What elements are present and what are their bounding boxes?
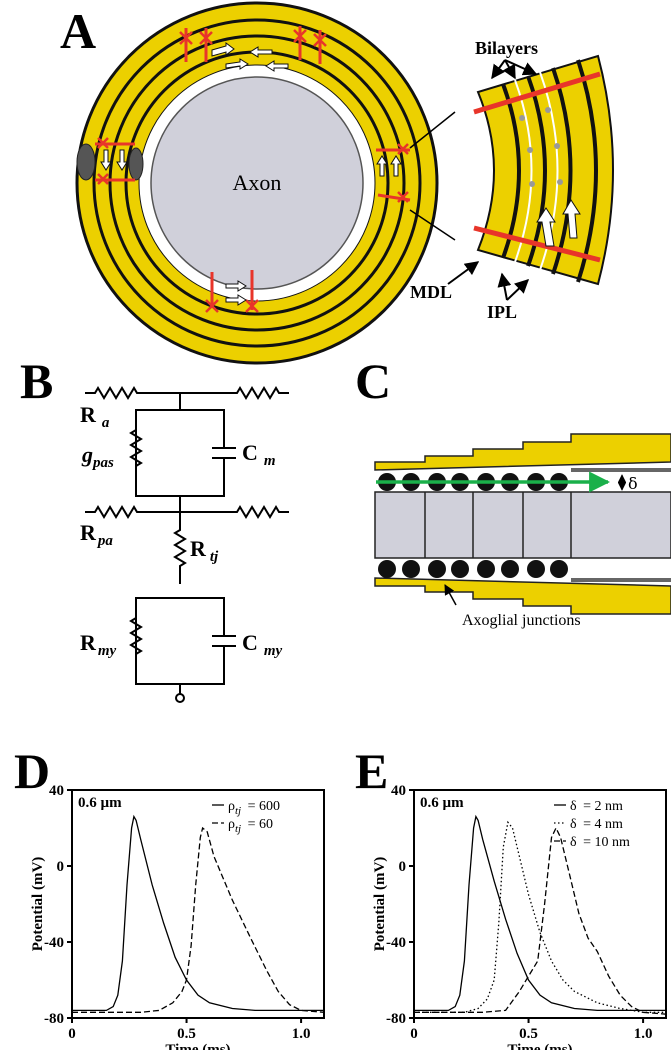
junction-circles-bottom: [378, 560, 568, 578]
x-tick-label: 0.5: [519, 1026, 538, 1042]
glial-nucleus: [76, 143, 96, 181]
legend-subscript: tj: [235, 805, 241, 817]
legend-entry: ρtj = 60: [228, 817, 273, 835]
series-line: [72, 814, 324, 1012]
chart-annotation: 0.6 µm: [78, 795, 122, 811]
panel-e-letter: E: [355, 743, 388, 799]
y-axis-label: Potential (mV): [372, 857, 388, 952]
label-gpas: gpas: [81, 442, 114, 471]
legend-entry: δ = 2 nm: [570, 799, 623, 814]
axon: [150, 76, 364, 290]
legend-value: = 10 nm: [580, 835, 630, 850]
legend-entry: δ = 4 nm: [570, 817, 623, 832]
x-tick-label: 0: [68, 1026, 76, 1042]
x-axis-label: Time (ms): [507, 1042, 572, 1050]
series-line: [414, 814, 666, 1012]
legend-value: = 4 nm: [580, 817, 623, 832]
bilayers-label: Bilayers: [475, 38, 538, 58]
panel-a: A Axon: [60, 1, 614, 365]
panel-a-letter: A: [60, 3, 96, 59]
legend-value: = 600: [244, 799, 280, 814]
legend-symbol: ρ: [228, 799, 235, 814]
y-tick-label: -40: [44, 935, 64, 951]
y-tick-label: 0: [57, 859, 65, 875]
inset-red-arrows: [473, 71, 601, 263]
red-arrowhead-marks: [97, 29, 409, 313]
glial-nucleus: [128, 147, 144, 181]
legend-entry: δ = 10 nm: [570, 835, 630, 850]
legend-symbol: δ: [570, 799, 577, 814]
plot-frame: [413, 789, 667, 1019]
x-axis-label: Time (ms): [165, 1042, 230, 1050]
x-tick-label: 0: [410, 1026, 418, 1042]
axon-label: Axon: [233, 170, 282, 195]
chart-annotation: 0.6 µm: [420, 795, 464, 811]
plot-frame: [71, 789, 325, 1019]
y-tick-label: -80: [386, 1011, 406, 1027]
panel-d-letter: D: [14, 743, 50, 799]
circuit-diagram: [85, 386, 289, 703]
legend-symbol: δ: [570, 817, 577, 832]
paranode-diagram: [374, 433, 671, 615]
y-tick-label: 40: [49, 783, 64, 799]
legend-symbol: ρ: [228, 817, 235, 832]
legend-value: = 60: [244, 817, 273, 832]
grey-band: [571, 468, 671, 472]
legend-subscript: tj: [235, 823, 241, 835]
y-tick-label: -80: [44, 1011, 64, 1027]
panel-b-letter: B: [20, 353, 53, 409]
ipl-label: IPL: [487, 302, 517, 322]
y-tick-label: 0: [399, 859, 407, 875]
x-tick-label: 1.0: [634, 1026, 653, 1042]
zoom-inset: [473, 54, 614, 286]
longitudinal-flow-arrows: [100, 42, 402, 306]
y-axis-label: Potential (mV): [30, 857, 46, 952]
series-line: [414, 826, 667, 1015]
legend-symbol: δ: [570, 835, 577, 850]
grey-band: [571, 578, 671, 582]
y-tick-label: 40: [391, 783, 406, 799]
axoglial-junctions-label: Axoglial junctions: [462, 612, 581, 629]
legend-entry: ρtj = 600: [228, 799, 280, 817]
mdl-label: MDL: [410, 282, 452, 302]
legend-value: = 2 nm: [580, 799, 623, 814]
panel-c: C δ Axoglial junctions: [355, 353, 671, 629]
panel-c-letter: C: [355, 353, 391, 409]
series-line: [72, 826, 325, 1013]
y-tick-label: -40: [386, 935, 406, 951]
series-line: [414, 820, 666, 1013]
x-tick-label: 0.5: [177, 1026, 196, 1042]
delta-label: δ: [628, 474, 638, 493]
x-tick-label: 1.0: [292, 1026, 311, 1042]
